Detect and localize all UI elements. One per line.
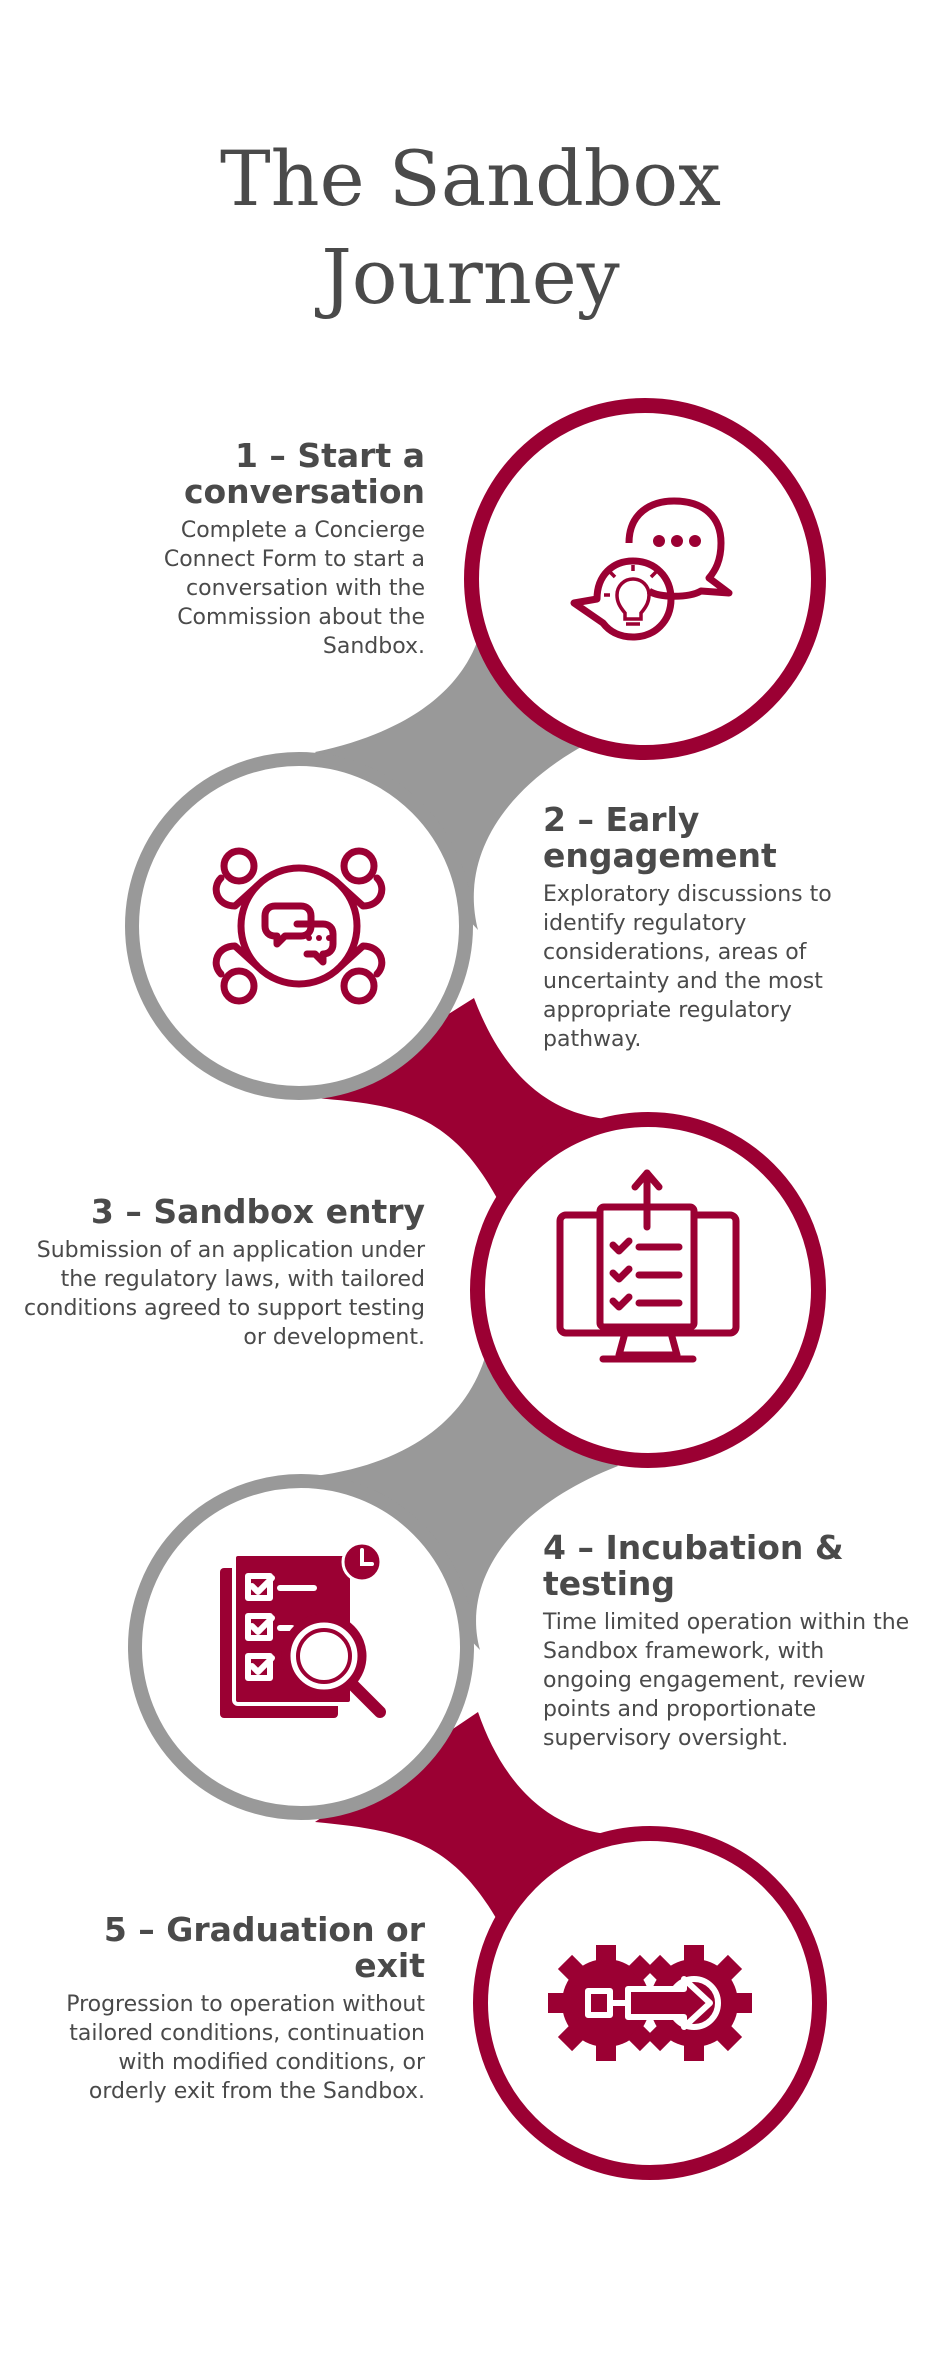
step-1-body: Complete a Concierge Connect Form to sta… <box>163 518 425 659</box>
step-5-circle <box>473 1826 827 2180</box>
step-4-circle <box>128 1474 474 1820</box>
step-1-circle <box>464 398 826 760</box>
gears-arrow-icon <box>548 1945 752 2061</box>
step-5-body: Progression to operation without tailore… <box>66 1992 425 2104</box>
step-4-text: 4 – Incubation & testing Time limited op… <box>543 1530 918 1753</box>
page-title: The Sandbox Journey <box>0 130 941 326</box>
step-1-heading: 1 – Start a conversation <box>183 436 425 511</box>
step-2-body: Exploratory discussions to identify regu… <box>543 882 832 1052</box>
step-3-heading: 3 – Sandbox entry <box>90 1192 425 1231</box>
step-3-circle <box>470 1112 826 1468</box>
group-discussion-icon <box>212 847 386 1005</box>
title-line-2: Journey <box>321 232 620 321</box>
step-2-heading: 2 – Early engagement <box>543 800 777 875</box>
step-1-text: 1 – Start a conversation Complete a Conc… <box>120 438 425 661</box>
monitor-checklist-upload-icon <box>556 1169 740 1363</box>
chat-lightbulb-icon <box>570 497 733 641</box>
step-3-body: Submission of an application under the r… <box>23 1238 425 1350</box>
step-4-heading: 4 – Incubation & testing <box>543 1528 844 1603</box>
step-4-body: Time limited operation within the Sandbo… <box>543 1610 910 1751</box>
step-5-text: 5 – Graduation or exit Progression to op… <box>60 1912 425 2106</box>
step-2-text: 2 – Early engagement Exploratory discuss… <box>543 802 888 1054</box>
step-3-text: 3 – Sandbox entry Submission of an appli… <box>20 1194 425 1352</box>
step-2-circle <box>125 752 473 1100</box>
step-5-heading: 5 – Graduation or exit <box>103 1910 425 1985</box>
checklist-magnifier-clock-icon <box>220 1541 386 1718</box>
title-line-1: The Sandbox <box>219 134 721 223</box>
